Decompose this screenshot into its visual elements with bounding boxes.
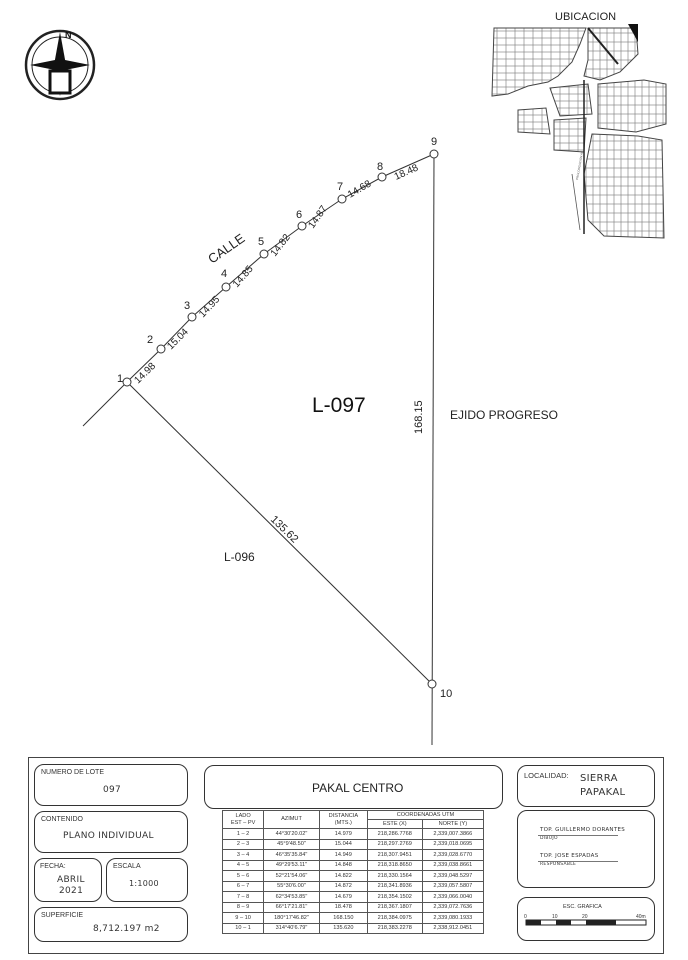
surveyor-1: TOP. GUILLERMO DORANTES <box>540 827 626 833</box>
content-label: CONTENIDO <box>41 816 83 823</box>
lot-number-value: 097 <box>103 785 122 795</box>
southwest-neighbor-label: L-096 <box>224 550 255 564</box>
point-label: 7 <box>337 181 343 193</box>
graphic-scale-bar: 0 10 20 40m <box>524 914 647 926</box>
table-header: DISTANCIA(MTS.) <box>318 810 368 829</box>
segment-length: 14.85 <box>231 264 256 290</box>
graphic-scale-title: ESC. GRAFICA <box>563 904 602 910</box>
date-year: 2021 <box>59 886 84 896</box>
svg-text:N: N <box>65 30 72 40</box>
table-subheader: ESTE (X) <box>366 819 423 829</box>
surveyor-2: TOP. JOSE ESPADAS <box>540 853 599 859</box>
location-map: PROLONGACION AV. <box>491 24 667 239</box>
segment-length: 14.98 <box>132 361 158 387</box>
lot-number-box: NUMERO DE LOTE 097 <box>34 764 188 806</box>
east-neighbor-label: EJIDO PROGRESO <box>450 408 558 422</box>
date-month: ABRIL <box>57 875 85 885</box>
date-label: FECHA: <box>40 863 66 870</box>
locality-label: LOCALIDAD: <box>524 771 569 780</box>
scale-label: ESCALA <box>113 863 141 870</box>
locality-box: LOCALIDAD: SIERRA PAPAKAL <box>517 765 655 807</box>
point-label: 1 <box>117 373 123 385</box>
point-label: 4 <box>221 268 227 280</box>
side-10-1-length: 135.62 <box>268 514 301 546</box>
street-label: CALLE <box>205 230 248 266</box>
locality-value-2: PAPAKAL <box>580 787 626 798</box>
lot-drawing: 1 2 3 4 5 6 7 8 9 10 14.98 15.04 14.95 1… <box>82 136 558 746</box>
point-label: 6 <box>296 209 302 221</box>
scale-tick: 0 <box>524 914 527 920</box>
segment-length: 14.82 <box>269 232 293 259</box>
date-box: FECHA: ABRIL 2021 <box>34 858 102 902</box>
segment-length: 14.95 <box>197 294 222 320</box>
point-label: 9 <box>431 136 437 148</box>
table-header: COORDENADAS UTM <box>366 810 485 820</box>
scale-box: ESCALA 1:1000 <box>106 858 188 902</box>
point-label: 10 <box>440 688 452 700</box>
graphic-scale-box: ESC. GRAFICA 0 10 20 40m <box>517 897 655 941</box>
surface-value: 8,712.197 m2 <box>93 924 160 934</box>
table-subheader: NORTE (Y) <box>421 819 485 829</box>
point-label: 8 <box>377 161 383 173</box>
north-arrow-icon: N <box>24 29 96 101</box>
surveyor-1-role: DIBUJO <box>540 836 558 841</box>
lot-number-label: NUMERO DE LOTE <box>41 769 105 776</box>
table-header: AZIMUT <box>263 810 320 829</box>
side-9-10-length: 168.15 <box>413 400 425 434</box>
segment-length: 14.68 <box>346 178 374 200</box>
scale-tick: 10 <box>552 914 558 920</box>
locality-value-1: SIERRA <box>580 773 618 784</box>
surface-box: SUPERFICIE 8,712.197 m2 <box>34 907 188 942</box>
project-title: PAKAL CENTRO <box>312 781 404 795</box>
content-value: PLANO INDIVIDUAL <box>63 831 154 841</box>
project-box: PAKAL CENTRO <box>204 765 503 809</box>
point-label: 3 <box>184 300 190 312</box>
point-label: 5 <box>258 236 264 248</box>
content-box: CONTENIDO PLANO INDIVIDUAL <box>34 811 188 853</box>
surface-label: SUPERFICIE <box>41 912 84 919</box>
segment-length: 18.48 <box>393 162 421 182</box>
scale-tick: 20 <box>582 914 588 920</box>
lot-name: L-097 <box>312 394 366 417</box>
scale-tick: 40m <box>636 914 646 920</box>
segment-length: 15.04 <box>165 326 191 352</box>
surveyor-2-line <box>538 861 618 862</box>
surveyor-1-line <box>538 835 618 836</box>
surveyor-2-role: RESPONSABLE <box>540 862 577 867</box>
point-label: 2 <box>147 334 153 346</box>
segment-length: 14.87 <box>306 204 330 231</box>
location-map-title: UBICACION <box>555 11 617 23</box>
title-block-frame <box>28 757 664 954</box>
surveyors-box: TOP. GUILLERMO DORANTES DIBUJO TOP. JOSE… <box>517 810 655 888</box>
scale-value: 1:1000 <box>129 879 159 888</box>
svg-text:PROLONGACION AV.: PROLONGACION AV. <box>575 150 584 180</box>
